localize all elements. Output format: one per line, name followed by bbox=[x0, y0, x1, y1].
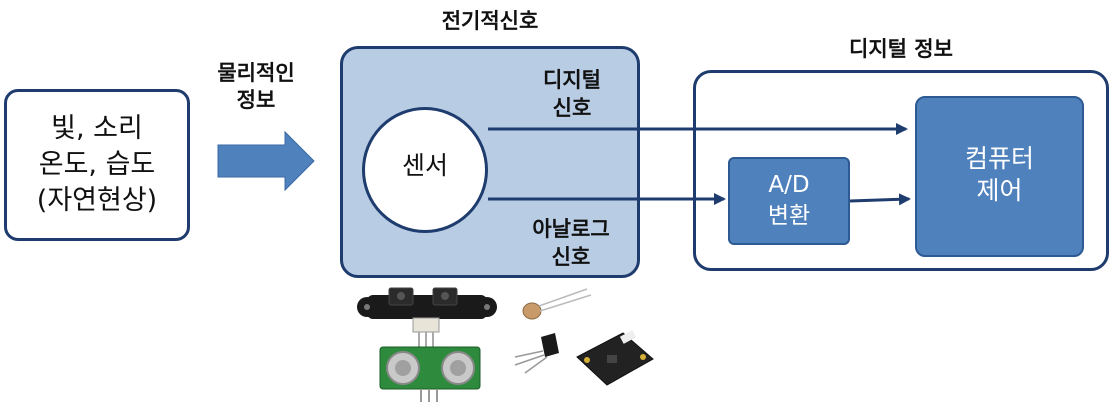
natural-phenomena-box bbox=[4, 89, 190, 241]
phenomena-line-2: 온도, 습도 bbox=[38, 149, 156, 180]
sensor-label: 센서 bbox=[401, 151, 448, 180]
digital-signal-line-1: 디지털 bbox=[543, 68, 601, 92]
physical-info-line-2: 정보 bbox=[236, 88, 276, 112]
phenomena-line-3: (자연현상) bbox=[36, 185, 158, 216]
sensor-photos bbox=[357, 287, 654, 402]
sensor-circle bbox=[362, 107, 488, 233]
ad-line-1: A/D bbox=[768, 172, 810, 198]
ad-conversion-label: A/D 변환 bbox=[728, 170, 850, 232]
ultrasonic-sensor-image bbox=[379, 346, 481, 402]
digital-info-title: 디지털 정보 bbox=[849, 37, 953, 61]
physical-info-big-arrow bbox=[217, 130, 315, 192]
digital-signal-label: 디지털 신호 bbox=[515, 66, 629, 122]
sensor-module-board-image bbox=[576, 330, 654, 386]
digital-signal-line-2: 신호 bbox=[552, 96, 592, 120]
analog-signal-line-2: 신호 bbox=[551, 245, 591, 269]
computer-control-box bbox=[915, 96, 1084, 257]
phenomena-line-1: 빛, 소리 bbox=[51, 113, 143, 144]
computer-line-2: 제어 bbox=[976, 176, 1023, 205]
photoresistor-image bbox=[522, 288, 592, 320]
ad-conversion-box bbox=[728, 157, 850, 245]
physical-info-line-1: 물리적인 bbox=[217, 61, 295, 85]
analog-signal-line-1: 아날로그 bbox=[532, 217, 610, 241]
electrical-signal-title: 전기적신호 bbox=[441, 9, 539, 33]
computer-line-1: 컴퓨터 bbox=[964, 144, 1034, 173]
natural-phenomena-text: 빛, 소리 온도, 습도 (자연현상) bbox=[4, 111, 190, 219]
analog-signal-label: 아날로그 신호 bbox=[508, 215, 634, 271]
ad-to-computer-arrow bbox=[849, 193, 911, 206]
temperature-sensor-image bbox=[514, 333, 559, 374]
physical-info-label: 물리적인 정보 bbox=[196, 60, 316, 114]
computer-control-label: 컴퓨터 제어 bbox=[915, 143, 1084, 207]
ir-distance-sensor-image bbox=[357, 287, 497, 347]
ad-line-2: 변환 bbox=[767, 203, 811, 229]
